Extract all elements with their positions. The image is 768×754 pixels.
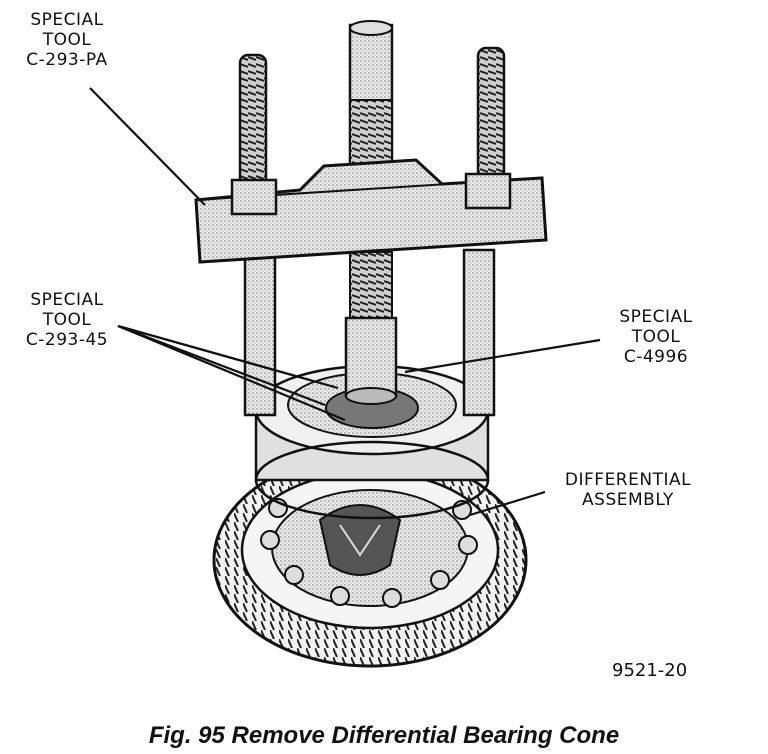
label-line: ASSEMBLY	[582, 490, 674, 510]
label-line: TOOL	[631, 327, 681, 347]
center-screw	[344, 251, 398, 405]
label-line: TOOL	[42, 30, 92, 50]
label-line: TOOL	[42, 310, 92, 330]
figure-code: 9521-20	[612, 660, 688, 681]
label-line: C-293-45	[25, 330, 109, 350]
leader-lines	[89, 87, 601, 517]
label-line: C-293-PA	[26, 50, 108, 70]
label-line: SPECIAL	[30, 10, 104, 30]
label-line: DIFFERENTIAL	[564, 470, 692, 490]
label-special-tool-c-293-pa: SPECIAL TOOL C-293-PA	[8, 10, 126, 70]
case-bolts	[260, 498, 478, 608]
label-special-tool-c-293-45: SPECIAL TOOL C-293-45	[8, 290, 126, 350]
label-line: C-4996	[623, 347, 689, 367]
label-line: SPECIAL	[619, 307, 693, 327]
label-special-tool-c-4996: SPECIAL TOOL C-4996	[590, 307, 722, 367]
label-differential-assembly: DIFFERENTIAL ASSEMBLY	[538, 470, 718, 510]
figure-caption: Fig. 95 Remove Differential Bearing Cone	[148, 722, 620, 749]
label-line: SPECIAL	[30, 290, 104, 310]
cross-bar	[194, 158, 548, 264]
bearing-cone	[254, 364, 490, 520]
pinion-gears	[318, 504, 402, 576]
